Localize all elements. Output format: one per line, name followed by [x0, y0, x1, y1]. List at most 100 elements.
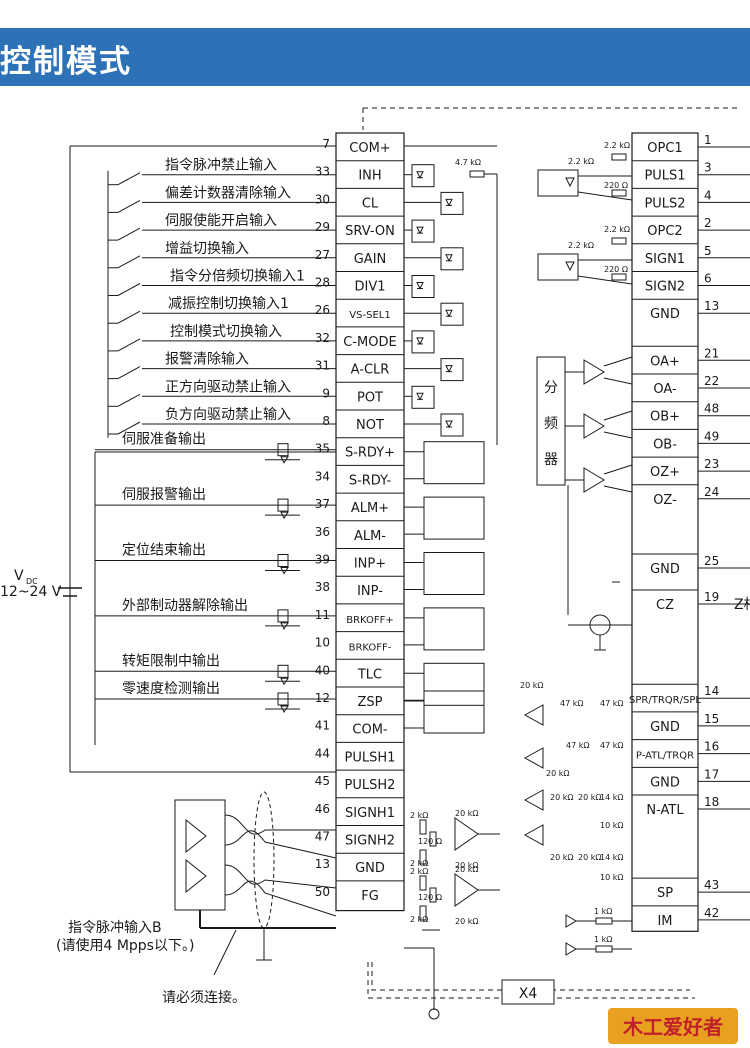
driver-out-minus — [603, 431, 633, 439]
res-label-20k: 20 kΩ — [546, 769, 569, 778]
left-pin-number: 34 — [315, 469, 330, 483]
analog-opamp — [523, 789, 544, 811]
output-signal-label: 外部制动器解除输出 — [122, 598, 248, 614]
right-pin-number: 42 — [704, 906, 719, 920]
res-label-1k: 1 kΩ — [594, 907, 612, 916]
res-label-14k: 14 kΩ — [600, 793, 623, 802]
right-pin-number: 3 — [704, 161, 712, 175]
left-pin-name: GND — [355, 861, 385, 876]
res-label-220: 220 Ω — [604, 181, 628, 190]
right-pin-name: SIGN2 — [645, 280, 685, 295]
output-signal-label: 转矩限制中输出 — [122, 653, 220, 669]
right-pin-name: PULS1 — [644, 169, 685, 184]
driver-out-minus — [603, 485, 633, 493]
pulse-resistor-2k — [419, 849, 427, 865]
res-label-20k: 20 kΩ — [455, 865, 478, 874]
pulse-input-wire — [577, 275, 633, 285]
output-optocoupler — [423, 662, 485, 706]
res-label-47k: 47 kΩ — [566, 741, 589, 750]
output-relay-coil — [277, 498, 289, 512]
output-optocoupler — [423, 690, 485, 734]
vdc-subscript: DC — [26, 577, 38, 586]
earth-ground-symbol — [428, 1008, 440, 1020]
right-pin-number: 14 — [704, 684, 719, 698]
input-switch — [117, 338, 141, 352]
left-pin-name: FG — [361, 889, 379, 904]
left-pin-name: ZSP — [358, 695, 383, 710]
right-pin-number: 22 — [704, 374, 719, 388]
output-diode — [280, 677, 289, 686]
output-diode — [280, 705, 289, 713]
resistor-label-4k7: 4.7 kΩ — [455, 158, 481, 167]
pulse-input-optocoupler — [537, 253, 579, 281]
right-pin-name: OA+ — [650, 354, 680, 369]
res-label-2k: 2 kΩ — [410, 867, 428, 876]
left-pin-name: PULSH2 — [345, 778, 396, 793]
left-pin-name: INP+ — [354, 557, 386, 572]
analog-opamp — [523, 824, 544, 846]
right-pin-name: OB- — [653, 437, 677, 452]
output-diode — [280, 511, 289, 520]
input-switch — [117, 310, 141, 324]
left-pin-number: 9 — [322, 386, 330, 400]
left-pin-number: 38 — [315, 580, 330, 594]
left-pin-number: 10 — [315, 636, 330, 650]
left-pin-name: DIV1 — [354, 280, 385, 295]
left-pin-name: SRV-ON — [345, 224, 395, 239]
output-diode — [280, 622, 289, 630]
pulse-input-wire — [577, 191, 633, 201]
right-pin-number: 24 — [704, 485, 719, 499]
res-label-47k: 47 kΩ — [600, 699, 623, 708]
right-pin-name: OZ- — [653, 493, 677, 508]
left-pin-number: 13 — [315, 857, 330, 871]
left-pin-name: COM+ — [349, 141, 390, 156]
input-switch — [117, 283, 141, 296]
input-switch — [117, 172, 141, 186]
right-pin-name: GND — [650, 562, 680, 577]
left-pin-number: 12 — [315, 691, 330, 705]
right-pin-number: 1 — [704, 133, 712, 147]
vdc-range: 12~24 V — [0, 584, 62, 600]
pulse-resistor-2k — [419, 819, 427, 835]
resistor-2k2 — [611, 153, 627, 161]
right-pin-name: OPC1 — [647, 141, 682, 156]
driver-out-plus — [603, 356, 633, 367]
left-pin-name: S-RDY+ — [345, 446, 395, 461]
left-pin-name: NOT — [356, 418, 384, 433]
right-pin-name: GND — [650, 307, 680, 322]
res-label-2k2: 2.2 kΩ — [604, 141, 630, 150]
pulse-input-diode — [565, 177, 575, 188]
input-signal-label: 报警清除输入 — [165, 352, 249, 368]
pulse-input-b-note: (请使用4 Mpps以下。) — [56, 937, 194, 954]
res-label-2k2: 2.2 kΩ — [604, 225, 630, 234]
input-optocoupler — [411, 275, 435, 298]
right-pin-number: 43 — [704, 878, 719, 892]
res-label-2k2: 2.2 kΩ — [568, 157, 594, 166]
res-label-220: 220 Ω — [604, 265, 628, 274]
opto-diode — [416, 392, 424, 401]
left-pin-name: SIGNH1 — [345, 806, 395, 821]
left-connector-box — [335, 132, 405, 912]
output-relay-coil — [277, 664, 289, 678]
left-pin-number: 27 — [315, 248, 330, 262]
output-relay-coil — [277, 443, 289, 457]
twisted-pair-1b — [224, 830, 337, 859]
right-pin-number: 49 — [704, 429, 719, 443]
encoder-line-driver — [583, 359, 605, 385]
right-pin-number: 16 — [704, 740, 719, 754]
left-pin-number: 35 — [315, 442, 330, 456]
left-pin-name: COM- — [352, 723, 388, 738]
res-label-20k: 20 kΩ — [455, 861, 478, 870]
driver-out-plus — [603, 410, 633, 421]
shield-bottom-path2 — [367, 962, 695, 999]
output-diode — [280, 567, 289, 575]
res-label-47k: 47 kΩ — [600, 741, 623, 750]
input-optocoupler — [440, 191, 464, 215]
right-pin-name: OZ+ — [650, 465, 680, 480]
res-label-20k: 20 kΩ — [550, 853, 573, 862]
left-pin-number: 39 — [315, 553, 330, 567]
right-pin-number: 23 — [704, 457, 719, 471]
input-optocoupler — [440, 302, 464, 326]
opto-diode — [445, 198, 453, 207]
left-pin-name: INP- — [357, 584, 383, 599]
